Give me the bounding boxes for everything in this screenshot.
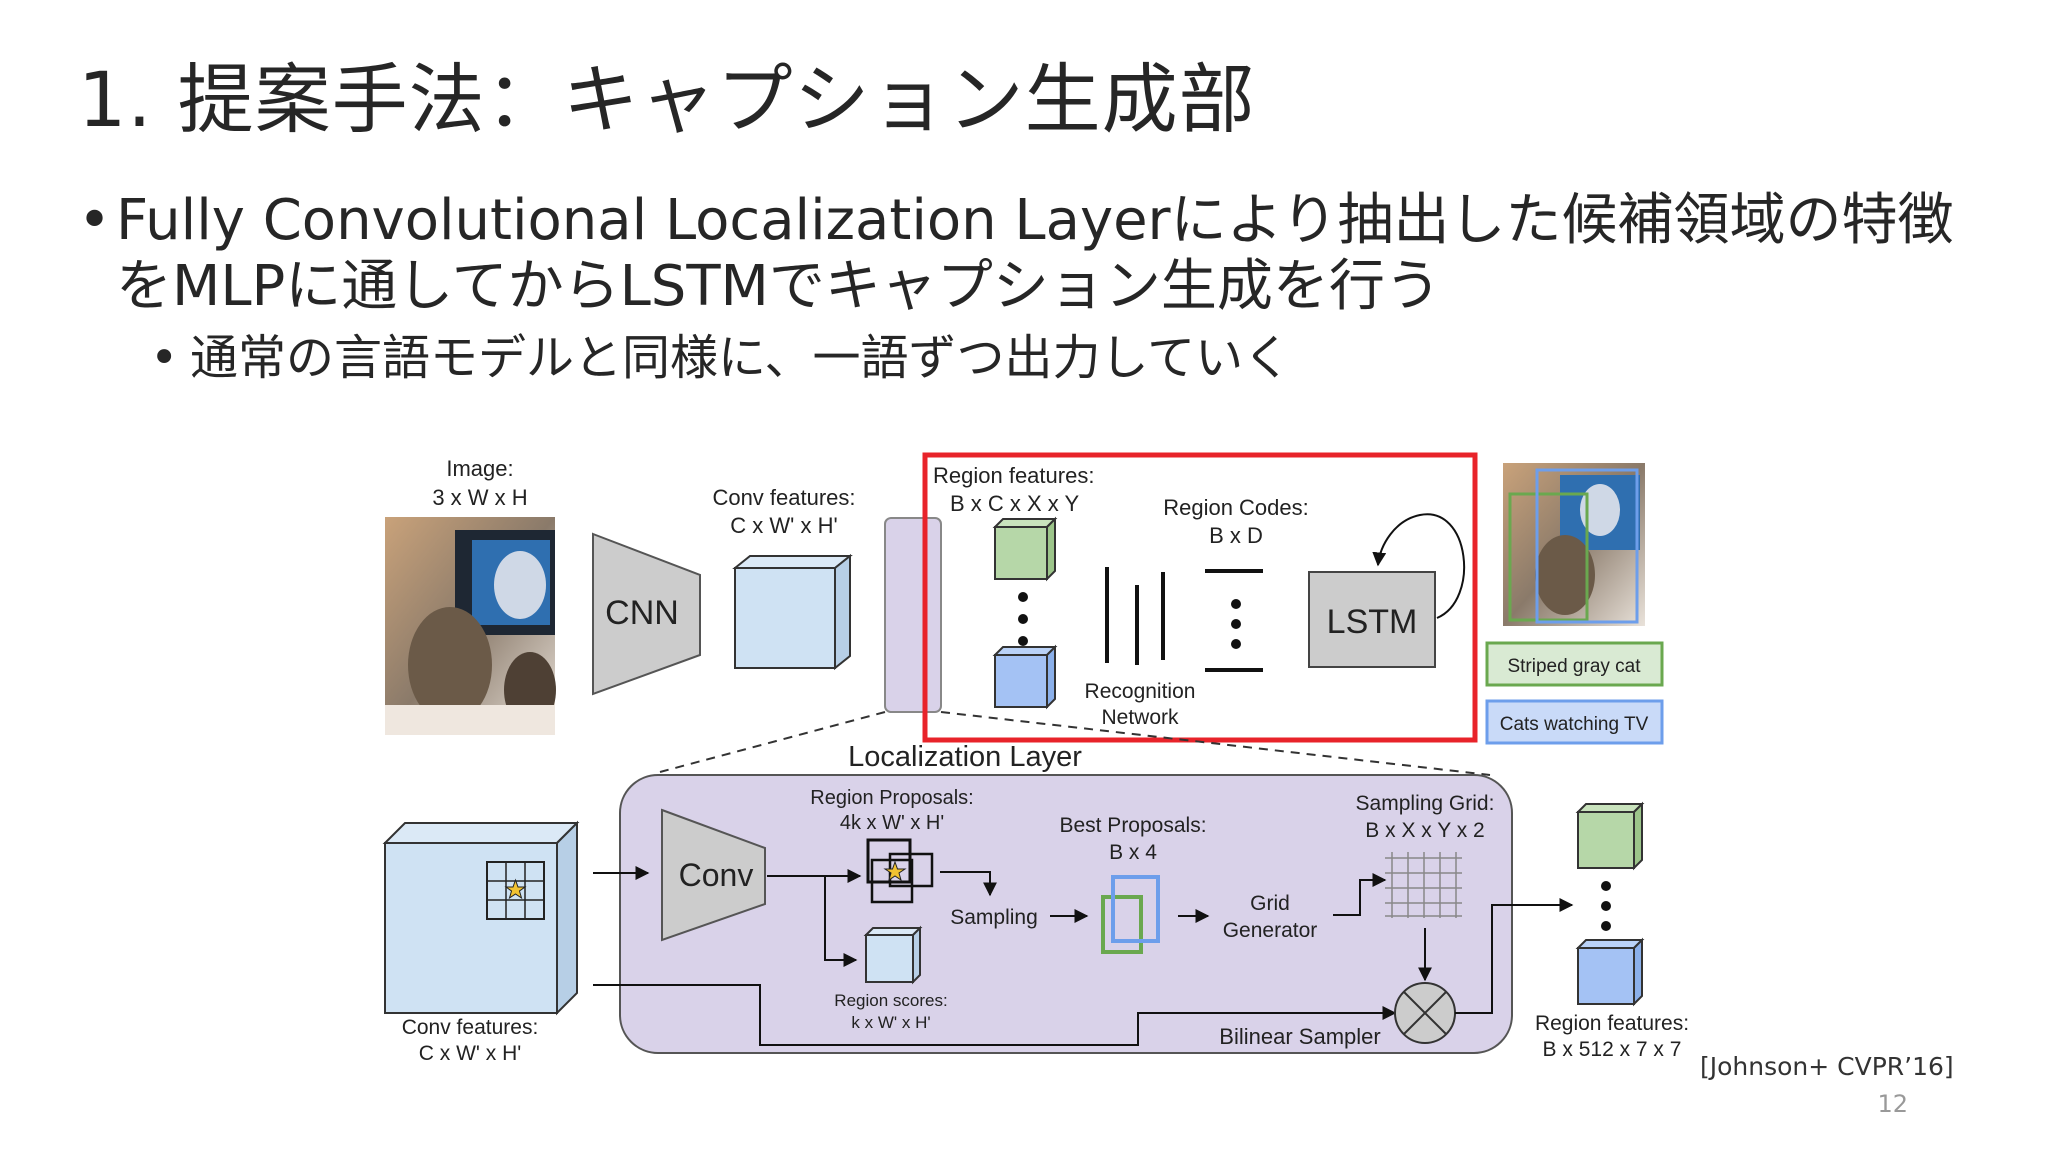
region-features-bottom-size: B x 512 x 7 x 7 [1543, 1038, 1682, 1061]
dashed-expand-right [940, 711, 1491, 776]
bullet-text: 通常の言語モデルと同様に、一語ずつ出力していく [190, 330, 1292, 386]
arrow-to-sampling [940, 871, 997, 897]
grid-cell-star-icon [486, 861, 545, 920]
region-scores-size: k x W' x H' [851, 1013, 930, 1032]
input-photo [385, 517, 556, 735]
sampling-grid-icon [1385, 852, 1462, 918]
page-number: 12 [1877, 1090, 1908, 1118]
best-proposal-blue-box [1111, 875, 1160, 943]
bullet-dot: • [78, 188, 112, 253]
output-photo [1503, 463, 1645, 626]
conv-features-bottom-size: C x W' x H' [419, 1042, 522, 1065]
region-features-bottom-label: Region features: [1535, 1012, 1689, 1035]
bullet-level1: • Fully Convolutional Localization Layer… [78, 188, 1978, 320]
output-green-cube [1575, 801, 1645, 871]
conv-to-sampler-line [593, 984, 1397, 1046]
lstm-loop-arrow [1372, 513, 1466, 619]
grid-generator-label: Grid [1250, 892, 1290, 915]
region-scores-label: Region scores: [834, 991, 947, 1010]
recognition-network-label: Recognition [1085, 680, 1196, 703]
region-codes-size: B x D [1209, 523, 1263, 548]
output-vertical-dots [1601, 881, 1611, 931]
caption-1: Striped gray cat [1507, 656, 1641, 677]
best-proposal-green-box [1101, 895, 1143, 954]
sampling-grid-label: Sampling Grid: [1356, 792, 1495, 815]
region-proposals-size: 4k x W' x H' [840, 812, 944, 834]
slide-title: 1. 提案手法：キャプション生成部 [78, 55, 1256, 144]
region-features-top-size: B x C x X x Y [950, 491, 1080, 516]
conv-label: Conv [679, 857, 754, 893]
region-feature-green-cube [992, 516, 1058, 582]
bilinear-sampler-icon [1394, 982, 1456, 1044]
conv-features-bottom-cube [382, 820, 580, 1016]
image-size-label: 3 x W x H [432, 485, 527, 510]
dashed-expand-left [659, 711, 886, 773]
region-proposals-label: Region Proposals: [810, 787, 973, 809]
lstm-block [1308, 571, 1436, 668]
recognition-network-bars [1105, 567, 1165, 665]
conv-features-top-cube [732, 553, 853, 671]
localization-layer-title: Localization Layer [848, 741, 1082, 773]
region-proposal-boxes [866, 838, 934, 904]
conv-features-top-size: C x W' x H' [730, 513, 837, 538]
citation: [Johnson+ CVPR’16] [1700, 1052, 1954, 1081]
best-proposals-size: B x 4 [1109, 841, 1157, 864]
cnn-block [592, 532, 701, 696]
bullet-text: Fully Convolutional Localization Layerによ… [116, 188, 1954, 319]
cnn-label: CNN [605, 594, 679, 632]
arrow-grid-to-sampling-grid [1333, 873, 1387, 916]
conv-features-top-label: Conv features: [712, 485, 855, 510]
conv-block [661, 808, 766, 942]
region-scores-cube [863, 925, 923, 985]
caption-box-blue [1485, 699, 1664, 745]
localization-layer-panel [619, 774, 1513, 1054]
output-blue-cube [1575, 937, 1645, 1007]
lstm-label: LSTM [1327, 603, 1418, 641]
caption-2: Cats watching TV [1500, 714, 1649, 735]
image-label: Image: [446, 456, 513, 481]
highlight-frame [922, 452, 1478, 743]
region-codes-label: Region Codes: [1163, 495, 1309, 520]
localization-slab [884, 517, 942, 713]
caption-box-green [1485, 641, 1664, 687]
bullet-level2: • 通常の言語モデルと同様に、一語ずつ出力していく [150, 330, 1950, 386]
bullet-dot: • [150, 330, 179, 386]
recognition-network-label-2: Network [1101, 706, 1179, 729]
arrow-sampler-to-output [1455, 898, 1574, 1014]
conv-branch-arrows [767, 875, 858, 967]
sampling-grid-size: B x X x Y x 2 [1365, 819, 1484, 842]
conv-features-bottom-label: Conv features: [402, 1016, 539, 1039]
bilinear-sampler-label: Bilinear Sampler [1219, 1024, 1380, 1049]
region-feature-blue-cube [992, 644, 1058, 710]
vertical-dots [1018, 592, 1028, 646]
sampling-label: Sampling [950, 906, 1038, 929]
region-features-top-label: Region features: [933, 463, 1094, 488]
best-proposals-label: Best Proposals: [1059, 814, 1206, 837]
region-codes-symbol [1205, 569, 1263, 672]
grid-generator-label-2: Generator [1223, 919, 1318, 942]
